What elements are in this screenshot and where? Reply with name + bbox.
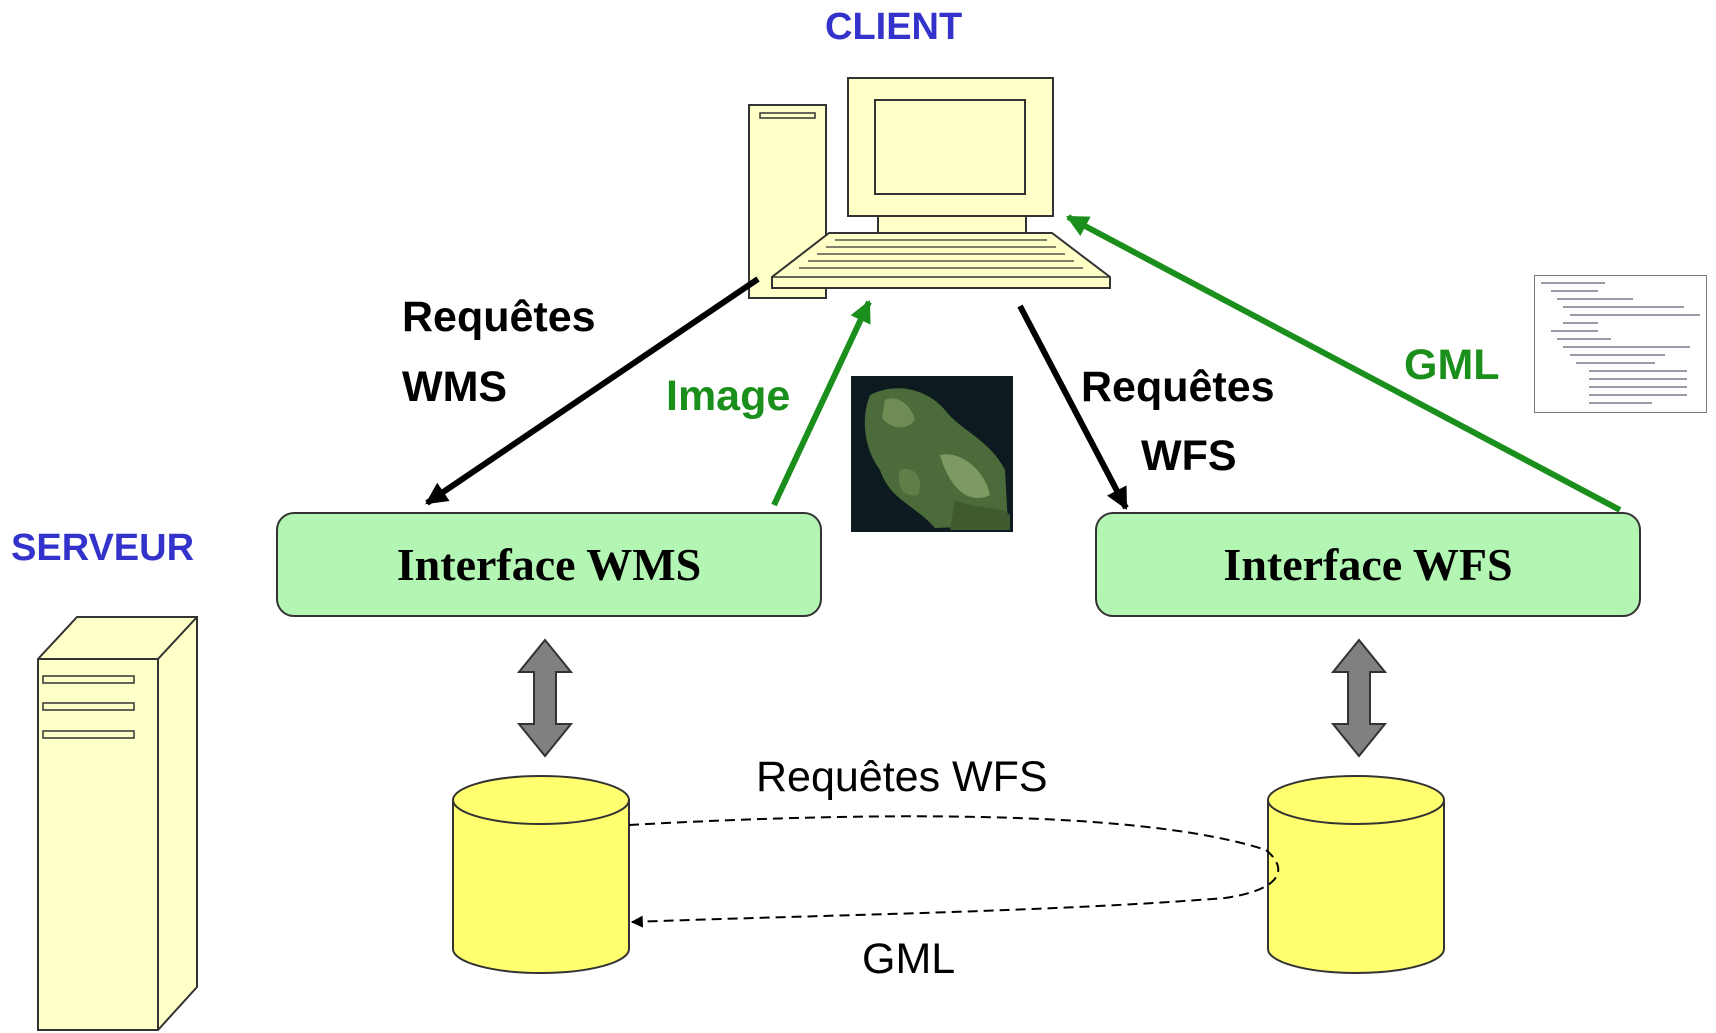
map-thumbnail-icon [851,376,1013,532]
wfs-request-label-line2: WFS [1141,432,1237,480]
server-label: SERVEUR [11,527,195,569]
wms-request-label-line2: WMS [402,363,508,411]
wfs-request-label-line1: Requêtes [1081,363,1275,411]
interface-wfs-label: Interface WFS [1223,539,1513,590]
interface-wms-label: Interface WMS [396,539,702,590]
server-tower-icon [37,616,198,1031]
bidirectional-arrow-wfs [1330,638,1388,758]
bidirectional-arrow-wms [516,638,574,758]
wfs-gml-arrow [1066,214,1622,513]
gml-document-icon [1534,275,1707,413]
wms-image-arrow [771,300,872,507]
interface-wms-box: Interface WMS [276,512,822,617]
db-link-response-label: GML [862,935,956,983]
client-label: CLIENT [825,6,963,48]
wms-request-label-line1: Requêtes [402,293,596,341]
image-label: Image [666,372,791,420]
database-icon [1267,775,1445,974]
computer-icon [748,77,1111,299]
interface-wfs-box: Interface WFS [1095,512,1641,617]
gml-arrow-label: GML [1404,341,1500,389]
wms-request-arrow [425,276,760,506]
wfs-request-arrow [1017,304,1129,510]
db-link-request-label: Requêtes WFS [756,753,1048,801]
database-icon [452,775,630,974]
database-link-dashed-arrow [628,815,1280,928]
